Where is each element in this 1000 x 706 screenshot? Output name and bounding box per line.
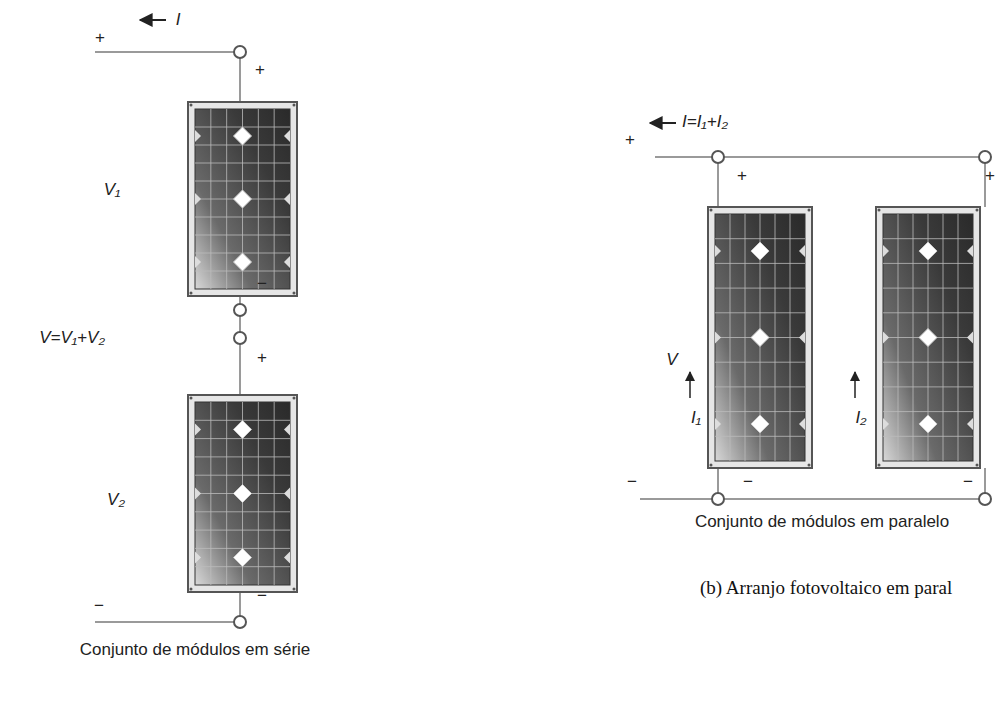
terminals	[234, 46, 991, 628]
quantity-label: I₂	[855, 409, 866, 428]
quantity-label: V	[666, 351, 677, 370]
figure-caption: (b) Arranjo fotovoltaico em paral	[700, 578, 952, 599]
quantity-label: I=I₁+I₂	[682, 113, 728, 132]
polarity-sign: +	[95, 29, 105, 48]
quantity-label: I	[176, 11, 181, 30]
pv-module	[188, 395, 297, 592]
polarity-sign: −	[94, 597, 104, 616]
figure-label: Conjunto de módulos em série	[80, 641, 311, 660]
polarity-sign: +	[625, 131, 635, 150]
quantity-label: V=V₁+V₂	[39, 329, 105, 348]
polarity-sign: −	[257, 587, 267, 606]
pv-module	[876, 207, 980, 468]
quantity-label: I₁	[691, 409, 701, 428]
pv-modules	[188, 102, 980, 592]
polarity-sign: −	[627, 473, 637, 492]
wires	[95, 52, 985, 622]
polarity-sign: +	[985, 167, 995, 186]
figure-label: Conjunto de módulos em paralelo	[695, 513, 949, 532]
polarity-sign: −	[257, 275, 267, 294]
quantity-label: V₁	[104, 181, 121, 200]
polarity-sign: +	[737, 167, 747, 186]
polarity-sign: −	[963, 473, 973, 492]
polarity-sign: +	[255, 61, 265, 80]
pv-module	[188, 102, 297, 296]
quantity-label: V₂	[107, 491, 125, 510]
pv-module	[708, 207, 812, 468]
polarity-sign: +	[257, 349, 267, 368]
polarity-sign: −	[743, 473, 753, 492]
